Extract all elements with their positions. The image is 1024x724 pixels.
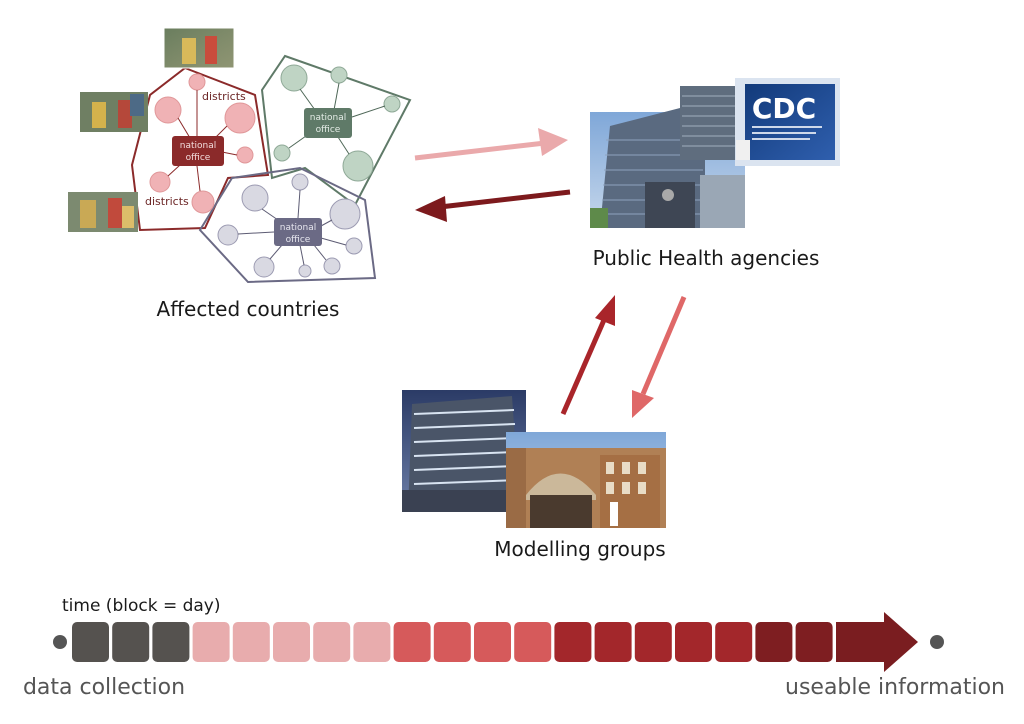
affected-countries-label: Affected countries [157,297,340,321]
agency-building-photo-1 [590,108,745,228]
purple-national-office [274,218,322,246]
agency-photos: CDC Public Health agencies [590,78,840,270]
timeline-day-block [232,622,270,662]
public-health-agencies-label: Public Health agencies [593,246,820,270]
green-national-office [304,108,352,138]
svg-text:office: office [186,153,211,163]
timeline-day-block [192,622,230,662]
useable-information-label: useable information [785,675,1005,700]
field-worker-photo-1 [163,27,235,69]
green-country-districts [273,64,401,182]
agency-building-photo-2 [680,86,738,160]
field-worker-photo-2 [80,92,148,132]
timeline-arrowhead [836,612,918,672]
time-caption: time (block = day) [62,596,221,616]
cdc-logo-photo: CDC [735,78,840,166]
timeline-day-block [273,622,310,662]
green-country-outline [260,54,412,207]
timeline-day-block [514,622,552,662]
field-worker-photo-3 [68,192,138,232]
purple-country-districts [217,173,363,278]
affected-countries-network: national office districts districts nati… [68,27,412,321]
timeline-day-block [554,622,592,662]
timeline-day-block [152,622,190,662]
svg-text:office: office [286,235,311,245]
timeline-day-block [433,622,471,662]
timeline-start-dot [53,635,67,649]
purple-country-outline [198,166,377,284]
timeline-day-block [112,622,150,662]
arrow-countries-to-agencies [414,128,568,161]
red-country-districts [149,73,256,214]
red-national-office-label: national [180,141,216,151]
timeline: time (block = day) data collection useab… [23,596,1005,700]
timeline-day-block [755,622,793,662]
modelling-groups-label: Modelling groups [494,537,665,561]
timeline-day-block [715,622,753,662]
data-collection-label: data collection [23,675,185,700]
university-building-photo-1 [402,390,526,512]
red-national-office [172,136,224,166]
timeline-blocks [72,622,833,662]
arrow-agencies-to-countries [415,189,571,222]
timeline-day-block [313,622,351,662]
timeline-day-block [795,622,833,662]
timeline-day-block [675,622,712,662]
svg-text:national: national [280,223,316,233]
arrow-agencies-to-modelling [632,296,687,418]
districts-label-bottom: districts [145,195,189,208]
cdc-logo-text: CDC [752,92,816,125]
timeline-end-dot [930,635,944,649]
timeline-day-block [634,622,672,662]
timeline-day-block [72,622,109,662]
svg-text:national: national [310,113,346,123]
timeline-day-block [353,622,391,662]
modelling-photos: Modelling groups [402,390,666,561]
university-building-photo-2 [506,432,666,528]
timeline-day-block [393,622,431,662]
timeline-day-block [594,622,632,662]
svg-text:office: office [316,125,341,135]
timeline-day-block [474,622,511,662]
arrow-modelling-to-agencies [560,295,615,415]
districts-label-top: districts [202,90,246,103]
